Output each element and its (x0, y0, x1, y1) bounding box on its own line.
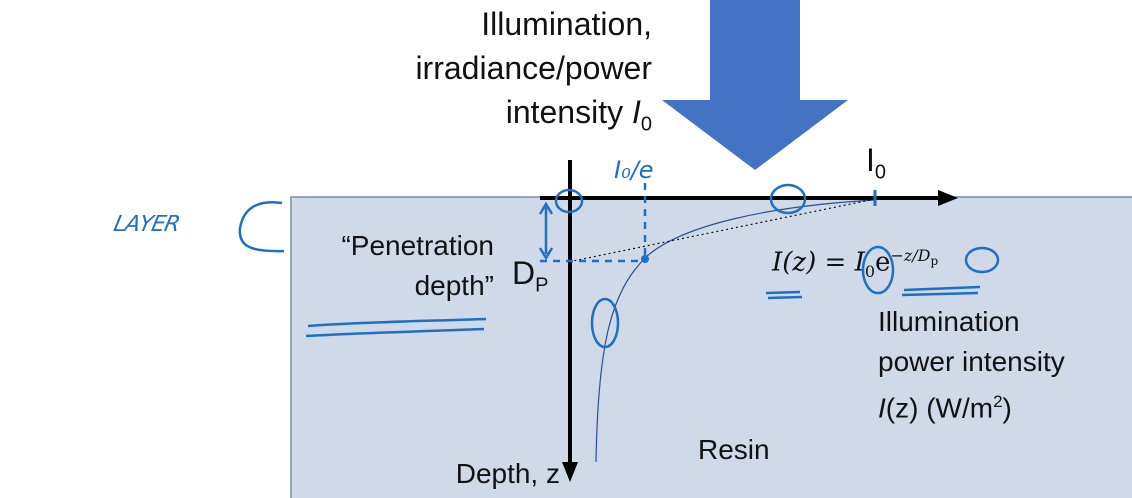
intersection-dot (641, 255, 649, 263)
resin-label: Resin (698, 434, 770, 465)
axis-i0-symbol: I (866, 142, 875, 178)
illumination-line2: irradiance/power (415, 50, 652, 86)
intensity-line3-rest: (z) (W/m (885, 392, 994, 424)
zero-circle-surface (769, 183, 807, 215)
equation-exponent-sub: p (930, 254, 939, 269)
intensity-line1: Illumination (878, 306, 1020, 337)
layer-bracket (238, 201, 285, 253)
zero-circle-depth (590, 297, 620, 349)
axis-i0-sub: 0 (874, 161, 887, 184)
equation-underline-exp (901, 285, 981, 297)
tangent-line (567, 198, 876, 263)
illumination-line1: Illumination, (481, 6, 652, 42)
illumination-symbol: I (631, 94, 641, 130)
intensity-label: Illumination power intensity I(z) (W/m2) (878, 302, 1065, 428)
illumination-label: Illumination, irradiance/power intensity… (415, 2, 652, 146)
equation-circle-i0 (861, 245, 895, 295)
dp-sub: P (535, 274, 549, 297)
illumination-line3-prefix: intensity (505, 94, 632, 130)
intensity-equation: I(z) = I0e−z/Dp (772, 246, 938, 281)
intensity-line3-i: I (878, 392, 886, 424)
penetration-underline (307, 317, 487, 328)
equation-i-sub: 0 (864, 261, 876, 281)
resin-block (290, 196, 1132, 498)
penetration-underline-2 (305, 327, 485, 338)
equation-i: I (854, 247, 865, 278)
equation-underline-lhs (765, 290, 803, 300)
equation-e: e (875, 247, 891, 278)
equation-exponent-text: −z/D (890, 246, 931, 265)
penetration-line2: depth” (414, 270, 494, 301)
equation-lhs: I(z) = (772, 247, 855, 278)
illumination-symbol-sub: 0 (640, 113, 652, 136)
intensity-axis-arrowhead (938, 190, 958, 206)
illumination-line3: intensity I0 (415, 90, 652, 146)
penetration-line1: “Penetration (341, 230, 494, 261)
dp-symbol: D (512, 255, 536, 291)
dp-bracket-top-head (538, 201, 554, 215)
illumination-arrow (662, 0, 848, 170)
intensity-line3-sup: 2 (993, 392, 1003, 411)
depth-axis-arrowhead (562, 462, 578, 482)
dp-label: DP (512, 255, 548, 297)
equation-circle-dp (964, 246, 1000, 274)
layer-annotation: LAYER (111, 212, 182, 237)
dp-bracket-bottom-head (538, 247, 554, 261)
intensity-line3: I(z) (W/m2) (878, 382, 1065, 428)
zero-circle-origin (554, 188, 584, 214)
depth-axis-label: Depth, z (455, 458, 560, 489)
i0-over-e-annotation: I₀/e (614, 156, 654, 184)
intensity-line3-close: ) (1002, 392, 1012, 424)
intensity-line2: power intensity (878, 346, 1065, 377)
penetration-depth-label: “Penetration depth” (341, 226, 494, 306)
equation-exponent: −z/Dp (890, 246, 939, 269)
axis-i0-label: I0 (866, 142, 886, 184)
